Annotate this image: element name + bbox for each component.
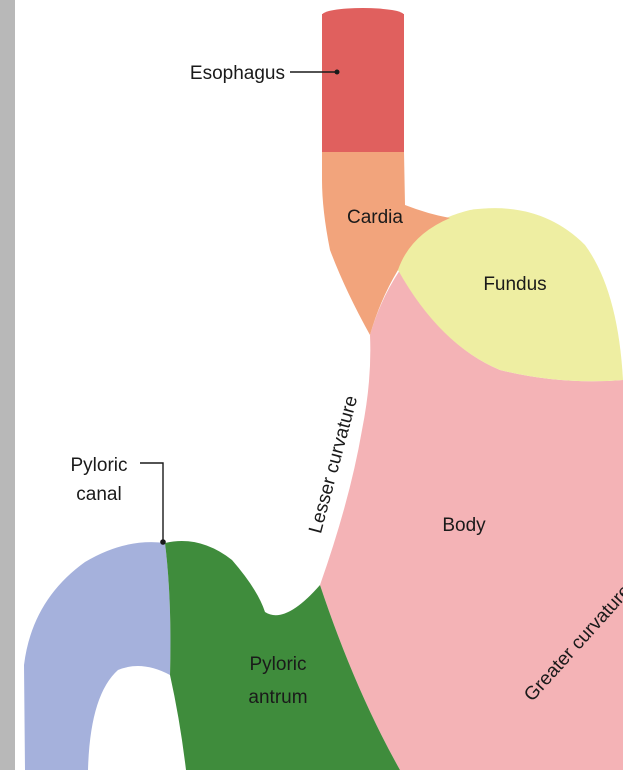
esophagus-opening [322,8,404,22]
esophagus-label: Esophagus [190,63,285,84]
cardia-label: Cardia [347,207,403,228]
pyloric-canal-leader-dot [160,539,166,545]
pyloric-canal-label-line2: canal [76,484,121,505]
body-label: Body [442,515,486,536]
fundus-label: Fundus [483,274,546,295]
pyloric-canal-leader-line [140,463,163,541]
esophagus-leader-dot [335,70,340,75]
esophagus-region [322,14,404,152]
pyloric-antrum-label-line1: Pyloric [249,654,306,675]
pyloric-antrum-label-line2: antrum [248,687,307,708]
pyloric-canal-region [24,542,170,770]
pyloric-canal-label-line1: Pyloric [70,455,127,476]
